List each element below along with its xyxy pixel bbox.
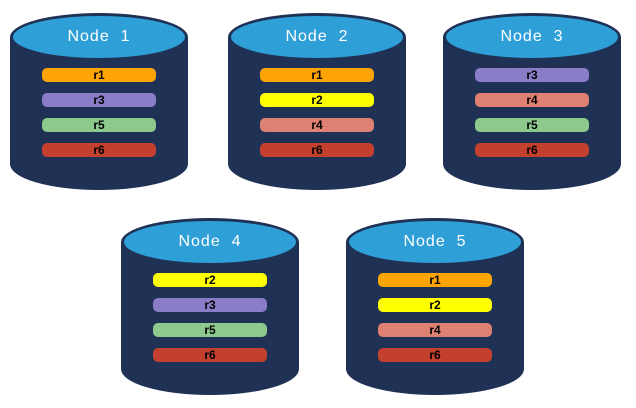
replica-bars: r3 r4 r5 r6 [443,68,621,157]
replica-label: r1 [93,68,105,82]
node-label: Node 5 [403,233,467,250]
replica-bar-r6: r6 [475,143,589,157]
node-cylinder-2: Node 2 r1 r2 r4 r6 [228,13,406,190]
replica-bar-r3: r3 [475,68,589,82]
replica-bar-r5: r5 [153,323,267,337]
replica-bar-r4: r4 [260,118,374,132]
replica-bar-r3: r3 [153,298,267,312]
replica-bar-r6: r6 [42,143,156,157]
replica-bar-r5: r5 [475,118,589,132]
replica-bar-r1: r1 [378,273,492,287]
node-label: Node 1 [67,28,131,45]
replica-label: r2 [204,273,216,287]
replica-label: r6 [526,143,538,157]
cylinder-body [443,37,621,190]
replica-bars: r1 r2 r4 r6 [346,273,524,362]
replica-bar-r2: r2 [378,298,492,312]
replica-bar-r4: r4 [378,323,492,337]
replica-label: r4 [526,93,538,107]
node-cylinder-1: Node 1 r1 r3 r5 r6 [10,13,188,190]
cylinder-body [346,242,524,395]
node-label: Node 4 [178,233,242,250]
replica-label: r4 [311,118,323,132]
cylinder-body [121,242,299,395]
replica-label: r6 [311,143,323,157]
replica-bar-r6: r6 [378,348,492,362]
replica-label: r3 [204,298,216,312]
node-cylinder-5: Node 5 r1 r2 r4 r6 [346,218,524,395]
replica-bar-r3: r3 [42,93,156,107]
replica-label: r6 [429,348,441,362]
replica-bar-r4: r4 [475,93,589,107]
cylinder-top-ellipse [10,13,188,61]
replica-label: r1 [429,273,441,287]
node-label: Node 2 [285,28,349,45]
replica-bars: r1 r3 r5 r6 [10,68,188,157]
node-cylinder-4: Node 4 r2 r3 r5 r6 [121,218,299,395]
replica-bar-r1: r1 [260,68,374,82]
replica-bar-r2: r2 [153,273,267,287]
replica-label: r5 [93,118,105,132]
replica-bar-r1: r1 [42,68,156,82]
replica-label: r2 [311,93,323,107]
replica-label: r6 [204,348,216,362]
replica-label: r3 [93,93,105,107]
replica-bar-r5: r5 [42,118,156,132]
replica-label: r1 [311,68,323,82]
cylinder-body [10,37,188,190]
cylinder-top-ellipse [346,218,524,266]
replica-label: r6 [93,143,105,157]
replica-label: r3 [526,68,538,82]
replica-bar-r6: r6 [260,143,374,157]
replica-label: r2 [429,298,441,312]
replica-bars: r2 r3 r5 r6 [121,273,299,362]
cylinder-top-ellipse [121,218,299,266]
replica-label: r5 [526,118,538,132]
cylinder-top-ellipse [228,13,406,61]
replica-label: r5 [204,323,216,337]
cylinder-top-ellipse [443,13,621,61]
node-cylinder-3: Node 3 r3 r4 r5 r6 [443,13,621,190]
cylinder-body [228,37,406,190]
replica-label: r4 [429,323,441,337]
replica-bar-r2: r2 [260,93,374,107]
node-label: Node 3 [500,28,564,45]
replica-bar-r6: r6 [153,348,267,362]
replica-bars: r1 r2 r4 r6 [228,68,406,157]
